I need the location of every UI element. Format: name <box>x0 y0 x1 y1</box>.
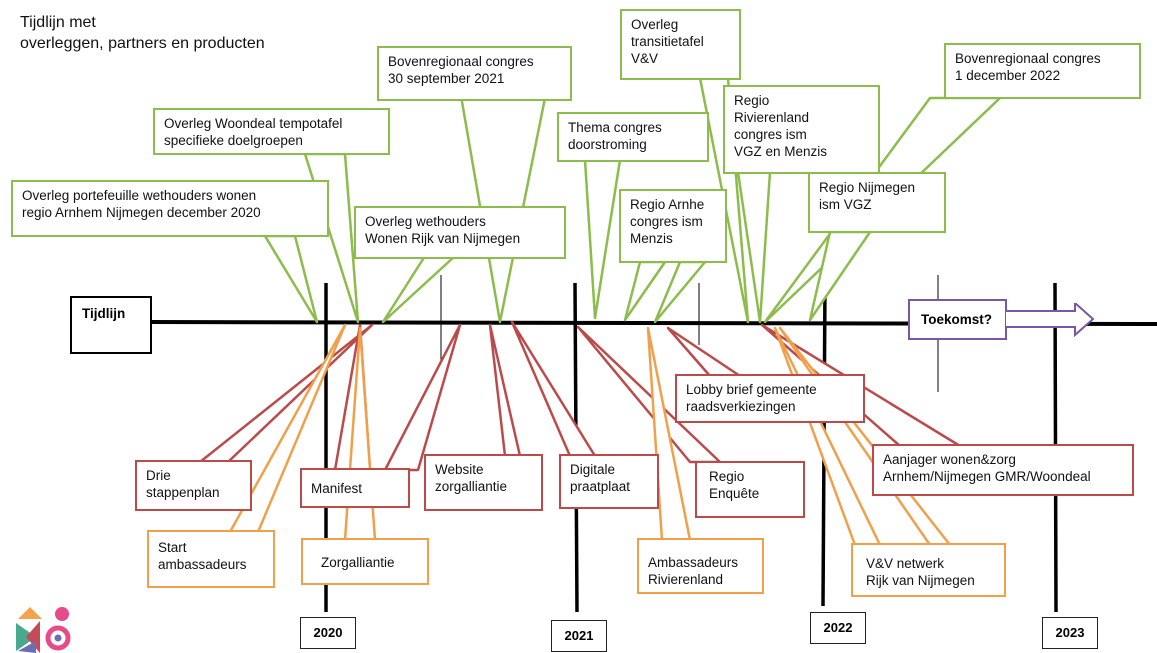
callout-line: ambassadeurs <box>158 557 247 572</box>
callout-line: Manifest <box>311 481 363 496</box>
future-box: Toekomst? <box>908 299 1007 340</box>
timeline-label-box: Tijdlijn <box>70 296 152 354</box>
callout-overleg-wethouders: Overleg wethouders Wonen Rijk van Nijmeg… <box>354 206 566 259</box>
callout-line: congres ism <box>734 127 807 142</box>
callout-line: Aanjager wonen&zorg <box>883 452 1016 467</box>
callout-start-ambassadeurs: Start ambassadeurs <box>147 530 275 588</box>
callout-line: Start <box>158 540 187 555</box>
pointer-website <box>383 323 462 472</box>
callout-line: doorstroming <box>568 137 647 152</box>
callout-aanjager: Aanjager wonen&zorg Arnhem/Nijmegen GMR/… <box>872 444 1134 496</box>
callout-regio-enquete: Regio Enquête <box>695 461 805 518</box>
callout-line: VGZ en Menzis <box>734 144 828 159</box>
callout-regio-rivierenland: Regio Rivierenland congres ism VGZ en Me… <box>723 85 880 174</box>
callout-overleg-woondeal: Overleg Woondeal tempotafel specifieke d… <box>153 108 390 155</box>
year-box-2023: 2023 <box>1042 617 1098 649</box>
callout-line: regio Arnhem Nijmegen december 2020 <box>22 205 261 220</box>
callout-line: Arnhem/Nijmegen GMR/Woondeal <box>883 469 1091 484</box>
callout-vv-netwerk: V&V netwerk Rijk van Nijmegen <box>851 543 1006 597</box>
callout-line: Regio <box>709 469 745 484</box>
callout-regio-nijmegen: Regio Nijmegen ism VGZ <box>808 172 946 233</box>
callout-line: Rijk van Nijmegen <box>866 573 975 588</box>
pointer-lobby-brief <box>666 326 742 378</box>
future-arrow-icon <box>1005 303 1095 337</box>
callout-lobby-brief: Lobby brief gemeente raadsverkiezingen <box>675 374 865 423</box>
callout-thema-congres: Thema congres doorstroming <box>557 112 709 162</box>
callout-line: specifieke doelgroepen <box>164 133 303 148</box>
callout-line: V&V netwerk <box>866 556 945 571</box>
callout-line: Bovenregionaal congres <box>955 51 1101 66</box>
callout-digitale-praatplaat: Digitale praatplaat <box>559 454 659 509</box>
callout-transitietafel: Overleg transitietafel V&V <box>620 9 741 80</box>
callout-zorgalliantie: Zorgalliantie <box>301 538 429 585</box>
callout-bovenregionaal-2022: Bovenregionaal congres 1 december 2022 <box>944 43 1141 99</box>
callout-manifest: Manifest <box>300 468 410 508</box>
callout-line: raadsverkiezingen <box>686 399 796 414</box>
callout-line: Ambassadeurs <box>648 555 739 570</box>
title-line-2: overleggen, partners en producten <box>20 35 265 52</box>
callout-line: zorgalliantie <box>435 479 508 494</box>
callout-website: Website zorgalliantie <box>424 454 543 511</box>
year-box-2022: 2022 <box>810 612 866 644</box>
pointer-regio-nijmegen <box>808 230 872 322</box>
callout-line: Menzis <box>630 231 673 246</box>
callout-line: Bovenregionaal congres <box>388 54 534 69</box>
callout-bovenregionaal-2021: Bovenregionaal congres 30 september 2021 <box>377 46 572 101</box>
pointer-regio-arnhem-2 <box>653 260 707 324</box>
callout-line: praatplaat <box>570 479 631 494</box>
callout-overleg-portefeuille: Overleg portefeuille wethouders wonen re… <box>11 180 329 237</box>
callout-line: Drie <box>146 468 171 483</box>
callout-ambassadeurs-rivierenland: Ambassadeurs Rivierenland <box>637 538 764 594</box>
callout-line: Wonen Rijk van Nijmegen <box>365 231 521 246</box>
page-title: Tijdlijn met overleggen, partners en pro… <box>20 12 265 54</box>
callout-line: Zorgalliantie <box>321 555 395 570</box>
callout-line: V&V <box>631 51 659 66</box>
logo-icon <box>16 607 71 653</box>
callout-line: congres ism <box>630 214 703 229</box>
callout-line: Overleg wethouders <box>365 214 486 229</box>
pointer-overleg-portefeuille <box>263 234 319 324</box>
callout-line: 30 september 2021 <box>388 71 505 86</box>
pointer-overleg-wethouders <box>381 254 457 324</box>
callout-line: Website <box>435 462 484 477</box>
pointer-thema-congres <box>583 158 622 320</box>
callout-regio-arnhem: Regio Arnhe congres ism Menzis <box>619 189 727 263</box>
callout-line: Regio Arnhe <box>630 197 705 212</box>
callout-line: transitietafel <box>631 34 704 49</box>
pointer-website-3 <box>510 320 597 458</box>
callout-line: Overleg portefeuille wethouders wonen <box>22 188 257 203</box>
callout-line: Regio <box>734 93 770 108</box>
callout-drie-stappenplan: Drie stappenplan <box>135 460 252 511</box>
year-box-2020: 2020 <box>300 617 356 649</box>
callout-line: 1 december 2022 <box>955 68 1061 83</box>
year-box-2021: 2021 <box>551 620 607 652</box>
callout-line: Enquête <box>709 486 760 501</box>
callout-line: ism VGZ <box>819 197 872 212</box>
callout-line: Overleg Woondeal tempotafel <box>164 116 343 131</box>
callout-line: Digitale <box>570 462 616 477</box>
callout-line: Thema congres <box>568 120 662 135</box>
callout-line: Lobby brief gemeente <box>686 382 817 397</box>
callout-line: Rivierenland <box>648 572 724 587</box>
title-line-1: Tijdlijn met <box>20 14 96 31</box>
callout-line: stappenplan <box>146 485 220 500</box>
callout-line: Regio Nijmegen <box>819 180 916 195</box>
callout-line: Overleg <box>631 17 679 32</box>
pointer-website-2 <box>488 323 522 458</box>
callout-line: Rivierenland <box>734 110 810 125</box>
